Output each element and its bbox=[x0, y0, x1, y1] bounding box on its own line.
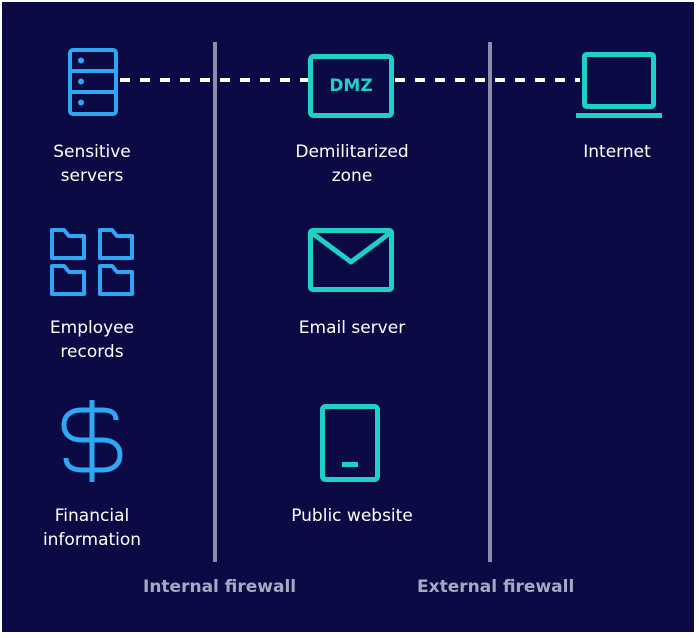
connection-dmz-to-internet bbox=[395, 78, 580, 82]
label-financial-information: Financial information bbox=[42, 506, 142, 550]
laptop-icon bbox=[576, 52, 662, 122]
dollar-icon bbox=[56, 398, 128, 484]
tablet-icon bbox=[320, 404, 380, 482]
server-rack-icon bbox=[66, 46, 120, 118]
external-firewall-label: External firewall bbox=[417, 577, 575, 597]
label-demilitarized-zone: Demilitarized zone bbox=[295, 142, 409, 186]
dmz-box-icon bbox=[308, 54, 394, 118]
label-internet: Internet bbox=[583, 142, 651, 162]
internal-firewall-label: Internal firewall bbox=[143, 577, 297, 597]
label-employee-records: Employee records bbox=[49, 318, 135, 362]
label-email-server: Email server bbox=[298, 318, 406, 338]
dmz-badge-text: DMZ bbox=[329, 76, 373, 96]
external-firewall-line bbox=[488, 42, 492, 562]
folders-grid-icon bbox=[48, 224, 136, 300]
envelope-icon bbox=[308, 228, 394, 292]
connection-servers-to-dmz bbox=[120, 78, 308, 82]
label-sensitive-servers: Sensitive servers bbox=[53, 142, 131, 186]
label-public-website: Public website bbox=[291, 506, 413, 526]
network-diagram: Sensitive servers Employee records Finan… bbox=[2, 2, 694, 632]
internal-firewall-line bbox=[213, 42, 217, 562]
